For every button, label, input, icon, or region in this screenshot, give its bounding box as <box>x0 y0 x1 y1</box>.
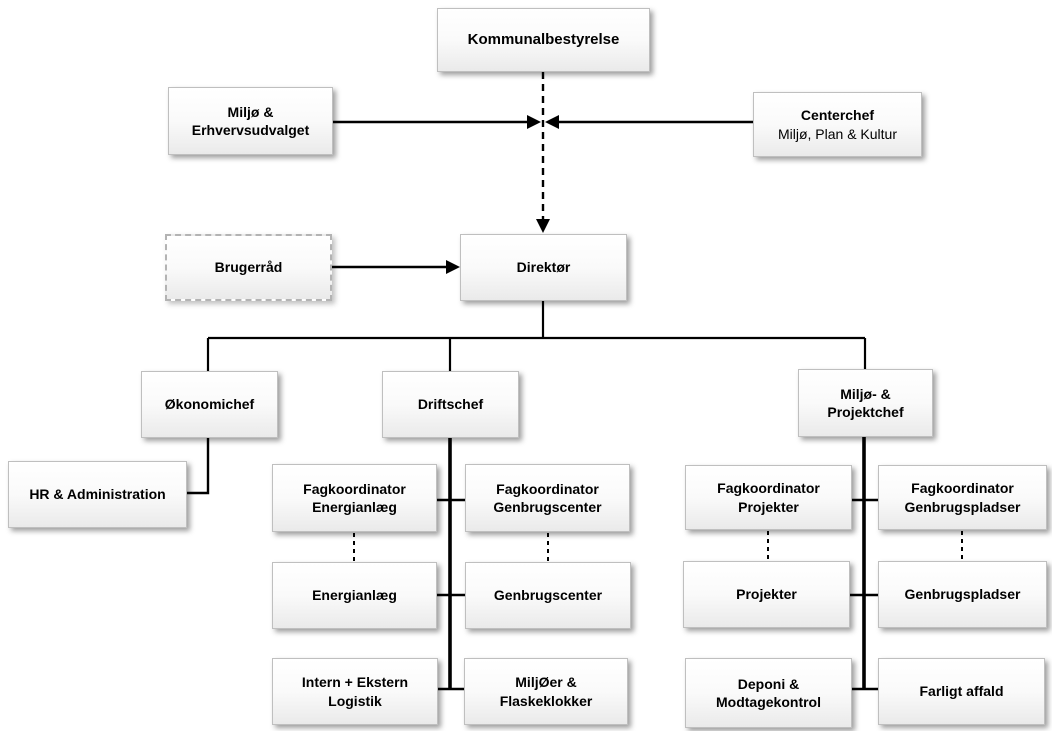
org-node-energianlag: Energianlæg <box>272 562 437 629</box>
org-node-label: Fagkoordinator Projekter <box>717 480 820 515</box>
org-node-miljo-projektchef: Miljø- & Projektchef <box>798 369 933 437</box>
org-node-genbrugscenter: Genbrugscenter <box>465 562 631 629</box>
org-node-label: Driftschef <box>417 396 484 413</box>
connector-projektchef-branch <box>850 437 878 691</box>
connector-driftschef-branch <box>437 438 465 691</box>
org-node-fagkoordinator-energianlag: Fagkoordinator Energianlæg <box>272 464 437 532</box>
org-node-label: Fagkoordinator Energianlæg <box>303 480 406 515</box>
org-node-farligt-affald: Farligt affald <box>878 658 1045 725</box>
dashed-connector-kommunalbestyrelse-direktor <box>536 72 550 233</box>
org-node-fagkoordinator-genbrugspladser: Fagkoordinator Genbrugspladser <box>878 465 1047 530</box>
tree-connector-chiefs <box>206 301 867 371</box>
org-node-direktor: Direktør <box>460 234 627 301</box>
arrow-centerchef <box>545 115 753 129</box>
org-node-brugerrad: Brugerråd <box>165 234 332 301</box>
org-node-label: Brugerråd <box>214 259 283 276</box>
org-node-label: Projekter <box>736 586 797 603</box>
org-node-fagkoordinator-genbrugscenter: Fagkoordinator Genbrugscenter <box>465 464 630 532</box>
org-node-hr-administration: HR & Administration <box>8 461 187 528</box>
org-node-deponi-modtagekontrol: Deponi & Modtagekontrol <box>685 658 852 728</box>
org-node-label: Miljø & Erhvervsudvalget <box>191 103 310 138</box>
org-node-subtitle: Miljø, Plan & Kultur <box>777 125 898 142</box>
org-node-projekter: Projekter <box>683 561 850 628</box>
org-node-label: Energianlæg <box>312 587 397 604</box>
org-node-label: Fagkoordinator Genbrugscenter <box>493 480 602 515</box>
org-node-driftschef: Driftschef <box>382 371 519 438</box>
org-node-fagkoordinator-projekter: Fagkoordinator Projekter <box>685 465 852 530</box>
arrow-miljo-erhvervsudvalget <box>333 115 541 129</box>
org-node-okonomichef: Økonomichef <box>141 371 278 438</box>
org-node-label: Genbrugscenter <box>493 587 603 604</box>
org-node-label: Farligt affald <box>919 683 1004 700</box>
connector-okonomichef-hr <box>187 438 210 495</box>
org-node-label: Deponi & Modtagekontrol <box>716 675 821 710</box>
dashed-fagkoordinator-links <box>353 531 963 561</box>
org-node-miljo-erhvervsudvalget: Miljø & Erhvervsudvalget <box>168 87 333 155</box>
org-node-label: HR & Administration <box>29 486 166 503</box>
org-node-kommunalbestyrelse: Kommunalbestyrelse <box>437 8 650 72</box>
arrow-brugerrad-direktor <box>332 260 460 274</box>
org-node-title: Centerchef <box>800 107 875 124</box>
org-node-label: Direktør <box>516 259 571 276</box>
org-node-label: Økonomichef <box>164 396 255 413</box>
org-node-label: Intern + Ekstern Logistik <box>301 674 409 709</box>
org-node-label: Kommunalbestyrelse <box>467 31 620 49</box>
org-node-intern-ekstern-logistik: Intern + Ekstern Logistik <box>272 658 438 725</box>
org-node-label: MiljØer & Flaskeklokker <box>499 674 593 709</box>
org-node-label: Miljø- & Projektchef <box>827 385 904 420</box>
org-node-centerchef: Centerchef Miljø, Plan & Kultur <box>753 92 922 157</box>
org-node-label: Fagkoordinator Genbrugspladser <box>904 480 1021 515</box>
org-node-genbrugspladser: Genbrugspladser <box>878 561 1047 628</box>
org-node-miljoer-flaskeklokker: MiljØer & Flaskeklokker <box>464 658 628 725</box>
org-node-label: Genbrugspladser <box>904 586 1021 603</box>
